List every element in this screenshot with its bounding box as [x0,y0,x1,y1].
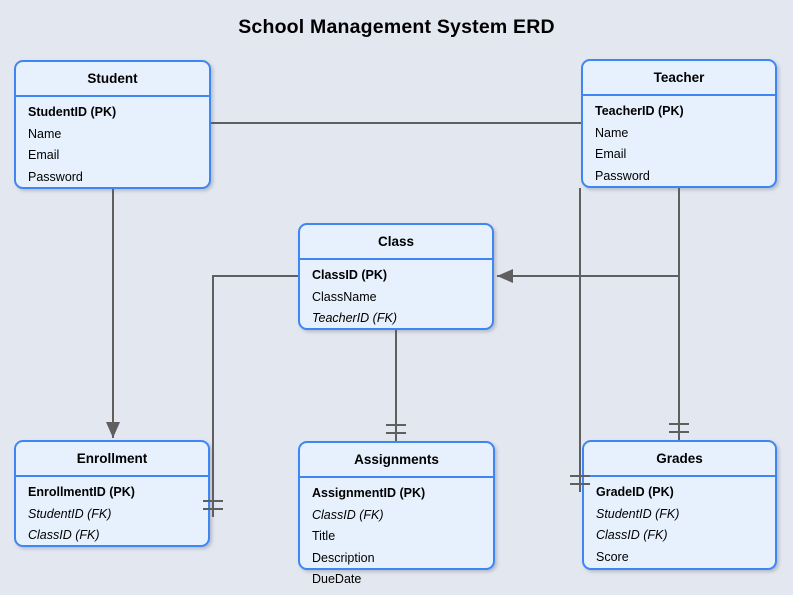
attribute: EnrollmentID (PK) [28,485,135,499]
attribute: Description [312,550,375,565]
entity-attribute-list: EnrollmentID (PK) StudentID (FK) ClassID (… [16,477,208,547]
entity-title-class: Class [300,225,492,260]
entity-title-teacher: Teacher [583,61,775,96]
attribute: StudentID (PK) [28,105,117,119]
attribute: ClassID (FK) [28,528,100,542]
attribute: ClassName [312,289,377,304]
attribute: Password [595,168,650,183]
attribute: Name [28,126,62,141]
relationship-teacher-grades [669,276,689,440]
attribute: ClassID (PK) [312,268,388,282]
attribute: Password [28,169,83,184]
entity-title-assignments: Assignments [300,443,493,478]
arrowhead [106,422,120,438]
attribute: ClassID (FK) [312,507,384,522]
attribute: StudentID (FK) [28,506,112,521]
entity-attribute-list: GradeID (PK) StudentID (FK) ClassID (FK) Sc… [584,477,775,568]
entity-title-student: Student [16,62,209,97]
relationship-teacher-class [497,188,680,283]
attribute: DueDate [312,572,362,586]
relationship-class-enrollment [203,275,298,517]
attribute: Email [28,148,60,162]
attribute: Title [312,529,336,543]
relationship-student-enrollment [106,189,120,438]
relationship-class-assignments [386,330,406,441]
entity-title-grades: Grades [584,442,775,477]
attribute: AssignmentID (PK) [312,486,426,500]
arrowhead [497,269,513,283]
attribute: Email [595,147,627,161]
attribute: Score [596,549,629,564]
entity-title-enrollment: Enrollment [16,442,208,477]
attribute: Name [595,125,629,140]
attribute: StudentID (FK) [596,506,680,521]
attribute: TeacherID (FK) [312,311,397,325]
attribute: GradeID (PK) [596,485,674,499]
attribute: ClassID (FK) [596,528,668,542]
diagram-title: School Management System ERD [238,16,555,38]
attribute: TeacherID (PK) [595,104,684,118]
